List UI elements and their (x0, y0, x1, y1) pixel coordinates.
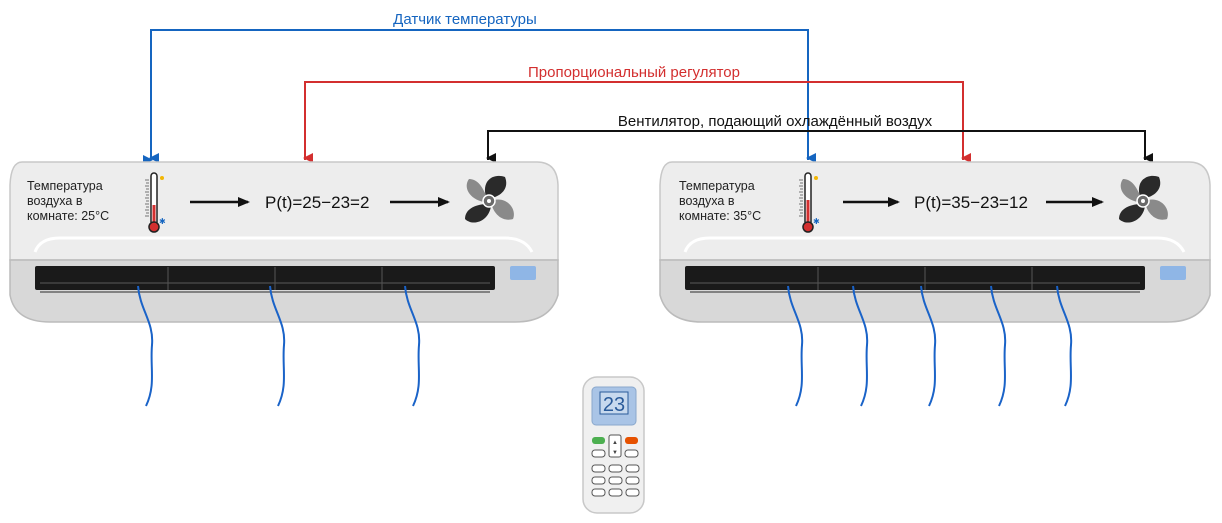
svg-text:✱: ✱ (813, 217, 820, 226)
airflow-stream (920, 285, 937, 407)
status-led-panel (1160, 266, 1186, 280)
remote-button[interactable] (591, 449, 606, 458)
fan-icon (465, 175, 514, 223)
formula-text: P(t)=25−23=2 (265, 193, 369, 212)
sensor-connector (143, 29, 816, 165)
fan-icon (1119, 175, 1168, 223)
airflow-stream (137, 285, 154, 407)
remote-display-value: 23 (603, 394, 625, 416)
thermometer-icon: ✱ (799, 172, 820, 233)
fan-label: Вентилятор, подающий охлаждённый воздух (618, 113, 933, 130)
regulator-connector (303, 81, 971, 163)
remote-power-button[interactable] (592, 437, 605, 444)
thermometer-icon: ✱ (145, 172, 166, 233)
remote-button[interactable] (624, 449, 639, 458)
airflow-group-left (137, 285, 421, 407)
ac-unit-left (9, 161, 559, 323)
fan-connector (486, 130, 1153, 163)
vent-grille (35, 266, 495, 290)
sensor-label: Датчик температуры (393, 11, 537, 28)
airflow-stream (404, 285, 421, 407)
formula-text: P(t)=35−23=12 (914, 193, 1028, 212)
remote-control: 23 ▲ ▼ (582, 376, 645, 514)
temp-up-icon: ▲ (612, 440, 618, 446)
airflow-stream (1056, 285, 1073, 407)
remote-temp-rocker[interactable] (608, 434, 622, 458)
airflow-stream (852, 285, 869, 407)
status-led-panel (510, 266, 536, 280)
temp-down-icon: ▼ (612, 450, 618, 456)
airflow-stream (990, 285, 1007, 407)
remote-mode-button[interactable] (625, 437, 638, 444)
room-temp-text: Температура воздуха в комнате: 35°C (679, 179, 761, 223)
airflow-group-right (787, 285, 1073, 407)
remote-keypad[interactable] (591, 464, 640, 497)
airflow-stream (269, 285, 286, 407)
room-temp-text: Температура воздуха в комнате: 25°C (27, 179, 109, 223)
vent-grille (685, 266, 1145, 290)
ac-unit-right (659, 161, 1211, 323)
regulator-label: Пропорциональный регулятор (528, 64, 740, 81)
airflow-stream (787, 285, 804, 407)
svg-text:✱: ✱ (159, 217, 166, 226)
